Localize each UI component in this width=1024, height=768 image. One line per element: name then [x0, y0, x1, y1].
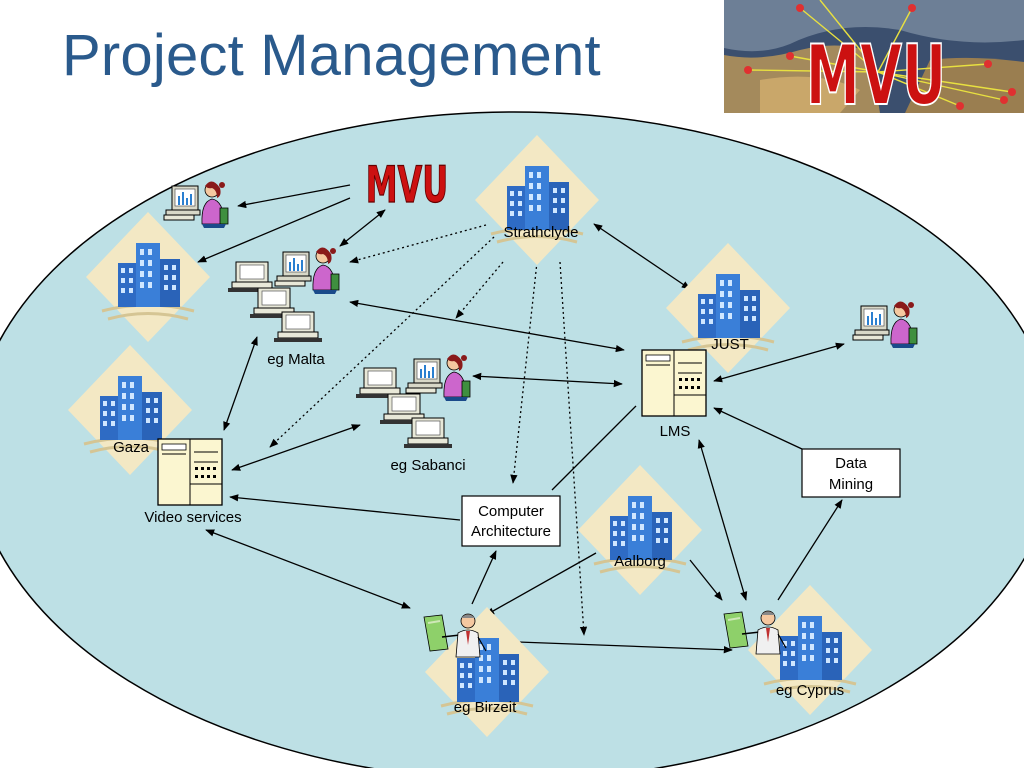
arrow-malta-lms [349, 299, 625, 353]
line-comparch-lms [551, 405, 637, 491]
computer-architecture-box [461, 495, 561, 547]
label-data-mining-2: Mining [829, 476, 873, 493]
arrow-video-sabanci [231, 424, 361, 471]
slide-title: Project Management [62, 23, 601, 88]
label-data-mining-1: Data [835, 455, 867, 472]
arrow-lms-cyprus [697, 439, 748, 601]
mvu-label: MVU [366, 156, 449, 214]
server-icon [641, 349, 707, 417]
connectors [197, 184, 845, 654]
label-computer-architecture-2: Architecture [471, 523, 551, 540]
arrow-comparch-video [229, 494, 461, 521]
arrow-cyprus-datamining [777, 499, 843, 601]
arrow-mvu-person [237, 184, 351, 209]
dotted-strath-malta [349, 224, 487, 264]
label-lms: LMS [660, 423, 691, 440]
label-aalborg: Aalborg [614, 553, 666, 570]
server-icon [157, 438, 223, 506]
dotted-strath-comparch [510, 261, 538, 484]
arrow-gaza-malta [223, 336, 258, 431]
arrow-mvu-building [197, 197, 351, 263]
label-just: JUST [711, 336, 749, 353]
mvu-map-logo: MVU [724, 0, 1024, 125]
label-computer-architecture-1: Computer [478, 503, 544, 520]
label-strathclyde: Strathclyde [503, 224, 578, 241]
arrow-datamining-lms [713, 407, 803, 450]
dotted-strath-video [269, 236, 495, 448]
logo-text: MVU [806, 27, 946, 124]
arrow-aalborg-birzeit [485, 552, 597, 616]
arrow-sabanci-lms [472, 372, 623, 388]
label-eg-cyprus: eg Cyprus [776, 682, 844, 699]
arrow-video-birzeit [205, 529, 411, 609]
arrow-strath-just [593, 223, 691, 290]
arrow-lms-person [713, 342, 845, 383]
label-eg-birzeit: eg Birzeit [454, 699, 517, 716]
arrow-birzeit-comparch [471, 550, 497, 605]
data-mining-box [801, 448, 901, 498]
arrow-mvu-malta [339, 209, 386, 247]
label-video-services: Video services [144, 509, 241, 526]
arrow-birzeit-cyprus [491, 637, 733, 654]
dotted-strath-birzeit [559, 261, 588, 636]
label-eg-malta: eg Malta [267, 351, 325, 368]
label-gaza: Gaza [113, 439, 150, 456]
label-eg-sabanci: eg Sabanci [390, 457, 465, 474]
